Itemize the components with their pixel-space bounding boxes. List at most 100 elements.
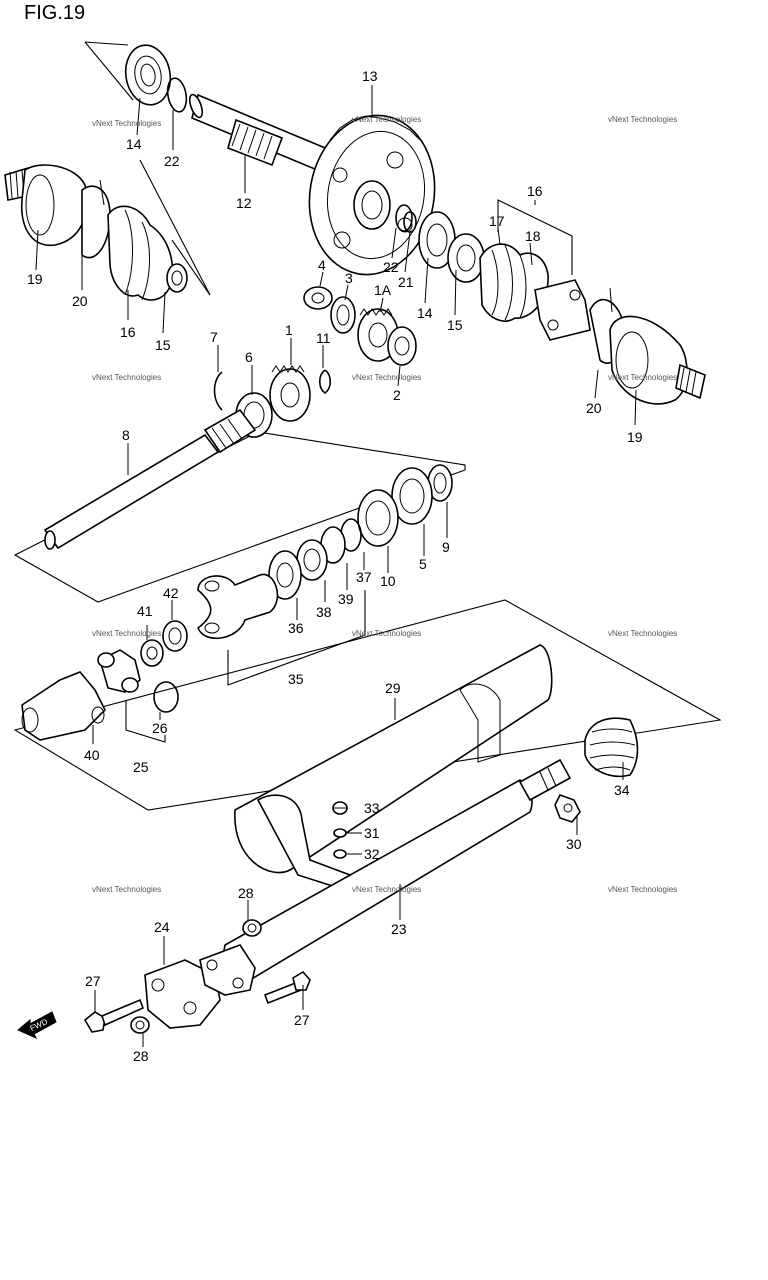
callout-11: 11 bbox=[316, 330, 331, 346]
callout-27: 27 bbox=[85, 973, 101, 989]
callout-20: 20 bbox=[586, 400, 602, 416]
callout-labels: 14 22 12 13 22 21 4 3 1A 16 17 18 14 15 … bbox=[27, 68, 643, 1064]
callout-22: 22 bbox=[164, 153, 180, 169]
callout-3: 3 bbox=[345, 270, 353, 286]
callout-4: 4 bbox=[318, 257, 326, 273]
bolt-27-left bbox=[83, 998, 145, 1033]
washer-31 bbox=[333, 828, 347, 838]
callout-5: 5 bbox=[419, 556, 427, 572]
callout-19: 19 bbox=[27, 271, 43, 287]
watermark-text: vNext Technologies bbox=[92, 373, 161, 382]
yoke-35 bbox=[197, 573, 279, 640]
callout-9: 9 bbox=[442, 539, 450, 555]
washer-9 bbox=[427, 464, 453, 502]
callout-28: 28 bbox=[133, 1048, 149, 1064]
clip-11 bbox=[318, 369, 332, 394]
clip-26 bbox=[153, 681, 179, 713]
washer-2 bbox=[387, 326, 417, 366]
circlip-22-top bbox=[166, 77, 188, 113]
callout-24: 24 bbox=[154, 919, 170, 935]
watermark-text: vNext Technologies bbox=[352, 629, 421, 638]
callout-28: 28 bbox=[238, 885, 254, 901]
callout-18: 18 bbox=[525, 228, 541, 244]
washer-3 bbox=[330, 296, 356, 334]
nut-28-upper bbox=[242, 919, 262, 937]
callout-33: 33 bbox=[364, 800, 380, 816]
callout-16: 16 bbox=[527, 183, 543, 199]
watermark-text: vNext Technologies bbox=[92, 119, 161, 128]
bolt-27-right bbox=[263, 970, 311, 1005]
callout-20: 20 bbox=[72, 293, 88, 309]
callout-19: 19 bbox=[627, 429, 643, 445]
callout-34: 34 bbox=[614, 782, 630, 798]
yoke-40 bbox=[21, 671, 106, 741]
watermark-text: vNext Technologies bbox=[92, 629, 161, 638]
callout-40: 40 bbox=[84, 747, 100, 763]
callout-37: 37 bbox=[356, 569, 372, 585]
callout-26: 26 bbox=[152, 720, 168, 736]
spider-25 bbox=[97, 649, 141, 693]
gear-1 bbox=[269, 365, 311, 422]
seal-15-right bbox=[447, 233, 485, 283]
callout-1a: 1A bbox=[374, 282, 392, 298]
watermark-text: vNext Technologies bbox=[92, 885, 161, 894]
cv-joint-16-right bbox=[534, 279, 591, 341]
callout-30: 30 bbox=[566, 836, 582, 852]
callout-6: 6 bbox=[245, 349, 253, 365]
callout-15: 15 bbox=[155, 337, 171, 353]
boot-17-18-right bbox=[479, 243, 549, 322]
group-bracket-16-right bbox=[125, 199, 573, 743]
fwd-arrow-icon: FWD bbox=[17, 1011, 57, 1040]
callout-8: 8 bbox=[122, 427, 130, 443]
callout-41: 41 bbox=[137, 603, 153, 619]
clip-7 bbox=[213, 371, 223, 411]
callout-15: 15 bbox=[447, 317, 463, 333]
watermark-text: vNext Technologies bbox=[352, 373, 421, 382]
leader-lines bbox=[35, 85, 637, 1047]
housing-29 bbox=[234, 644, 553, 892]
callout-27: 27 bbox=[294, 1012, 310, 1028]
callout-22: 22 bbox=[383, 259, 399, 275]
callout-7: 7 bbox=[210, 329, 218, 345]
axle-19-left bbox=[4, 164, 88, 246]
ring-gear-13 bbox=[308, 114, 436, 276]
callout-16: 16 bbox=[120, 324, 136, 340]
callout-1: 1 bbox=[285, 322, 293, 338]
watermarks: vNext Technologies vNext Technologies vN… bbox=[92, 115, 677, 894]
washer-42 bbox=[162, 620, 188, 652]
figure-title: FIG.19 bbox=[24, 2, 86, 24]
bearing-cup-41 bbox=[140, 639, 164, 667]
cv-joint-16-left bbox=[107, 205, 174, 301]
callout-29: 29 bbox=[385, 680, 401, 696]
callout-2: 2 bbox=[393, 387, 401, 403]
nut-4 bbox=[303, 286, 333, 310]
watermark-text: vNext Technologies bbox=[352, 885, 421, 894]
callout-25: 25 bbox=[133, 759, 149, 775]
callout-38: 38 bbox=[316, 604, 332, 620]
seal-15-left bbox=[166, 263, 188, 293]
axle-19-right bbox=[609, 315, 706, 405]
bolt-30 bbox=[554, 794, 581, 823]
nut-28-lower bbox=[130, 1016, 150, 1034]
watermark-text: vNext Technologies bbox=[608, 885, 677, 894]
callout-31: 31 bbox=[364, 825, 380, 841]
washer-32 bbox=[333, 849, 347, 859]
callout-21: 21 bbox=[398, 274, 414, 290]
watermark-text: vNext Technologies bbox=[352, 115, 421, 124]
callout-17: 17 bbox=[489, 213, 505, 229]
flange-24 bbox=[144, 944, 256, 1029]
watermark-text: vNext Technologies bbox=[608, 629, 677, 638]
callout-14: 14 bbox=[417, 305, 433, 321]
boot-20-left bbox=[81, 179, 111, 259]
callout-14: 14 bbox=[126, 136, 142, 152]
callout-35: 35 bbox=[288, 671, 304, 687]
seal-5 bbox=[391, 467, 433, 525]
callout-23: 23 bbox=[391, 921, 407, 937]
callout-32: 32 bbox=[364, 846, 380, 862]
bearing-14-top bbox=[124, 44, 172, 106]
boot-34 bbox=[584, 717, 639, 777]
splined-shaft-12 bbox=[188, 93, 332, 174]
watermark-text: vNext Technologies bbox=[608, 373, 677, 382]
callout-36: 36 bbox=[288, 620, 304, 636]
